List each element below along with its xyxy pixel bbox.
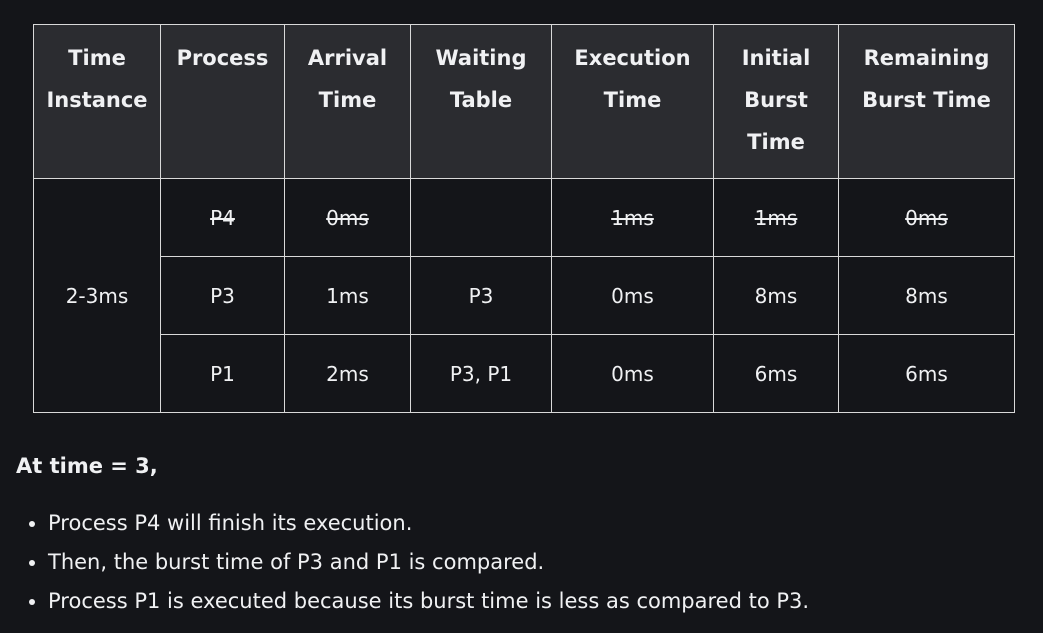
explanation-section: At time = 3, Process P4 will finish its … — [16, 452, 1026, 621]
process-cell: P1 — [160, 334, 285, 413]
scheduling-table: Time Instance Process Arrival Time Waiti… — [33, 24, 1015, 413]
execution-time-value: 1ms — [611, 205, 654, 230]
initial-burst-cell: 6ms — [713, 334, 839, 413]
header-arrival-time: Arrival Time — [284, 24, 411, 179]
section-heading: At time = 3, — [16, 454, 158, 478]
execution-time-cell: 1ms — [551, 178, 714, 257]
process-value: P3 — [210, 283, 235, 308]
execution-time-cell: 0ms — [551, 256, 714, 335]
initial-burst-cell: 1ms — [713, 178, 839, 257]
process-value: P1 — [210, 361, 235, 386]
waiting-table-cell: P3 — [410, 256, 552, 335]
list-item: Then, the burst time of P3 and P1 is com… — [48, 543, 1026, 582]
initial-burst-value: 1ms — [754, 205, 798, 230]
list-item: Process P1 is executed because its burst… — [48, 582, 1026, 621]
remaining-burst-cell: 8ms — [838, 256, 1015, 335]
waiting-table-cell — [410, 178, 552, 257]
arrival-time-value: 1ms — [326, 283, 369, 308]
table-row: P3 1ms P3 0ms 8ms 8ms — [34, 256, 1015, 335]
execution-time-value: 0ms — [611, 283, 654, 308]
header-initial-burst-time: Initial Burst Time — [713, 24, 839, 179]
remaining-burst-cell: 0ms — [838, 178, 1015, 257]
arrival-time-cell: 0ms — [284, 178, 411, 257]
arrival-time-value: 0ms — [326, 205, 369, 230]
explanation-list: Process P4 will finish its execution. Th… — [16, 504, 1026, 621]
initial-burst-cell: 8ms — [713, 256, 839, 335]
process-cell: P4 — [160, 178, 285, 257]
table-row: 2-3ms P4 0ms 1ms 1ms 0ms — [33, 178, 1015, 413]
initial-burst-value: 6ms — [754, 361, 798, 386]
header-waiting-table: Waiting Table — [410, 24, 552, 179]
table-header-row: Time Instance Process Arrival Time Waiti… — [33, 24, 1015, 179]
process-cell: P3 — [160, 256, 285, 335]
header-process: Process — [160, 24, 285, 179]
process-value: P4 — [210, 205, 235, 230]
arrival-time-cell: 2ms — [284, 334, 411, 413]
arrival-time-cell: 1ms — [284, 256, 411, 335]
header-remaining-burst-time: Remaining Burst Time — [838, 24, 1015, 179]
remaining-burst-value: 8ms — [905, 283, 948, 308]
time-instance-cell: 2-3ms — [33, 178, 161, 413]
remaining-burst-value: 6ms — [905, 361, 948, 386]
waiting-table-value: P3, P1 — [449, 361, 513, 386]
remaining-burst-cell: 6ms — [838, 334, 1015, 413]
header-time-instance: Time Instance — [33, 24, 161, 179]
remaining-burst-value: 0ms — [905, 205, 948, 230]
table-row: P1 2ms P3, P1 0ms 6ms 6ms — [34, 334, 1015, 413]
waiting-table-value: P3 — [468, 283, 494, 308]
execution-time-cell: 0ms — [551, 334, 714, 413]
waiting-table-cell: P3, P1 — [410, 334, 552, 413]
header-execution-time: Execution Time — [551, 24, 714, 179]
list-item: Process P4 will finish its execution. — [48, 504, 1026, 543]
arrival-time-value: 2ms — [326, 361, 369, 386]
scheduling-table-container: Time Instance Process Arrival Time Waiti… — [33, 24, 1015, 413]
initial-burst-value: 8ms — [754, 283, 798, 308]
execution-time-value: 0ms — [611, 361, 654, 386]
